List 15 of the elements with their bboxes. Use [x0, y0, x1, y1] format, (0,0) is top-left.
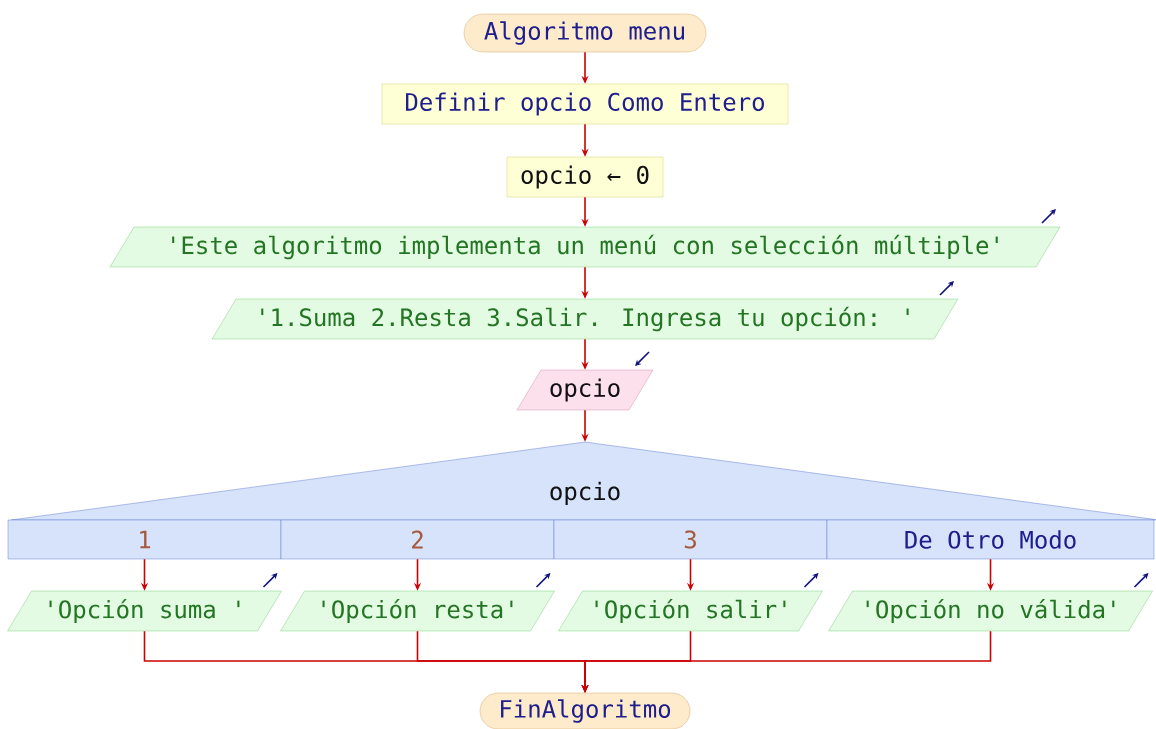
- case-cell: 3: [553, 519, 828, 560]
- output-parallelogram: 'Este algoritmo implementa un menú con selección múltiple': [109, 226, 1061, 268]
- output-parallelogram: 'Opción salir': [558, 590, 823, 632]
- start-terminal: Algoritmo menu: [463, 13, 707, 53]
- case-cell: 2: [280, 519, 555, 560]
- case-cell: De Otro Modo: [826, 519, 1155, 560]
- case-cell: 1: [7, 519, 282, 560]
- input-parallelogram: opcio: [516, 369, 654, 411]
- output-parallelogram: 'Opción no válida': [828, 590, 1153, 632]
- process-box: Definir opcio Como Entero: [381, 83, 789, 125]
- process-box: opcio ← 0: [506, 156, 664, 198]
- end-terminal: FinAlgoritmo: [479, 692, 691, 729]
- output-parallelogram: 'Opción suma ': [7, 590, 282, 632]
- output-parallelogram: '1.Suma 2.Resta 3.Salir. Ingresa tu opción: ': [211, 298, 959, 340]
- output-parallelogram: 'Opción resta': [280, 590, 555, 632]
